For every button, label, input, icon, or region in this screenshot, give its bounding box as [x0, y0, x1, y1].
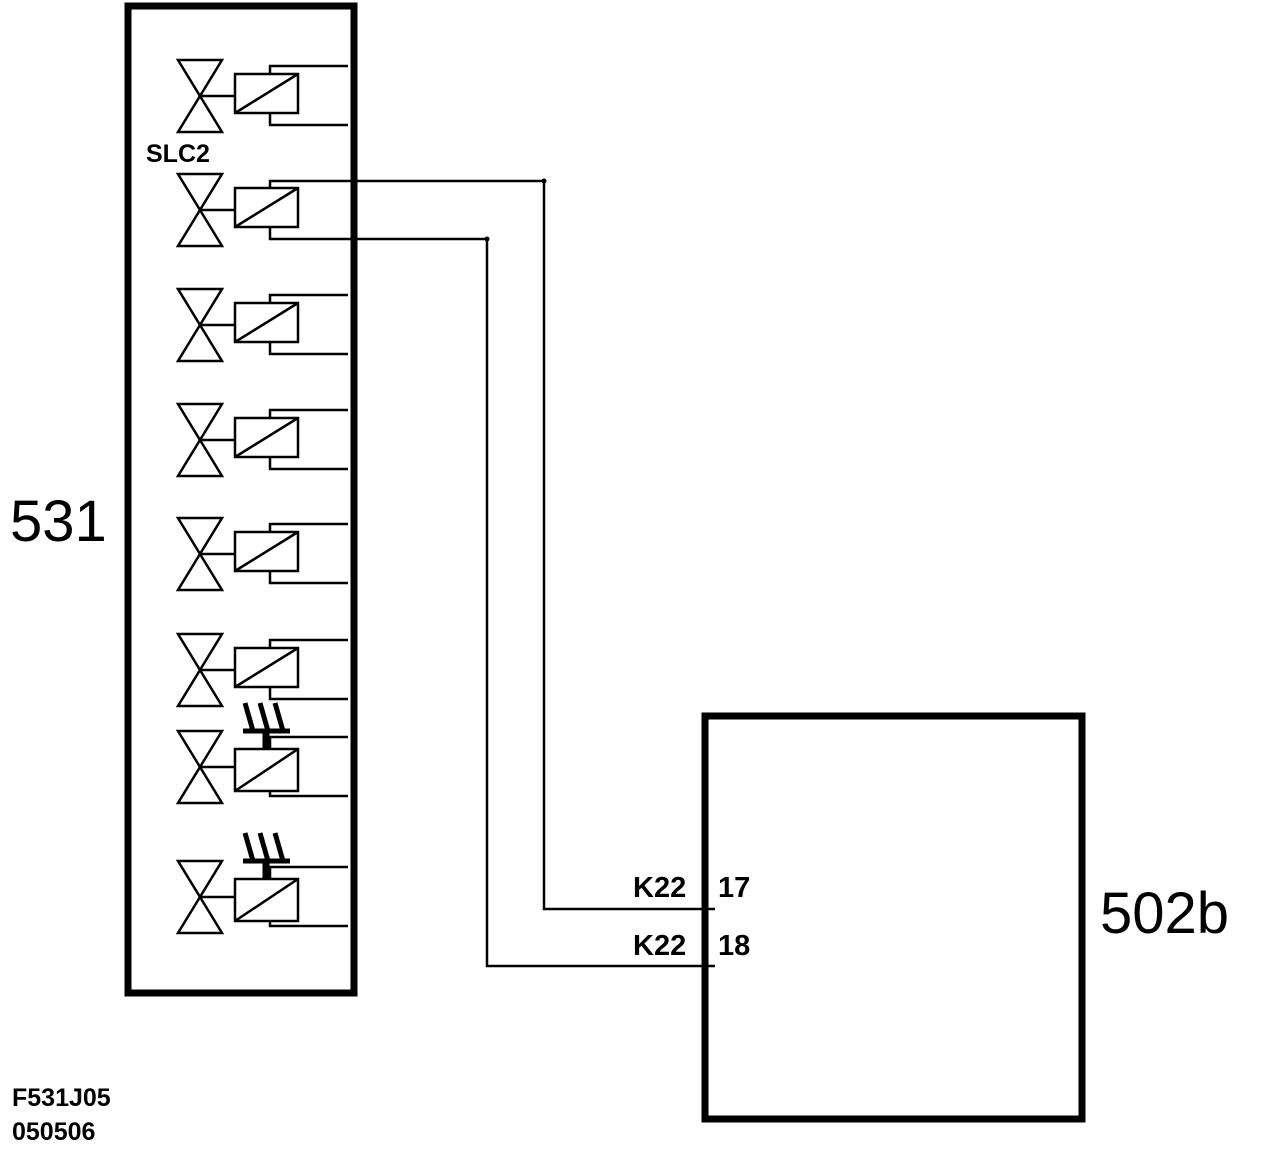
coil-lead	[268, 457, 348, 471]
valve-symbol	[175, 172, 225, 248]
wire-junction-dot	[484, 236, 490, 242]
component-531-box	[124, 2, 358, 997]
valve-symbol	[175, 287, 225, 363]
valve-symbol	[175, 402, 225, 478]
coil-lead	[268, 179, 300, 188]
solenoid-diagonal	[234, 186, 299, 229]
coil-lead	[268, 522, 348, 532]
connector-label-k22-b: K22	[633, 930, 687, 962]
solenoid-diagonal	[234, 747, 299, 793]
solenoid-valve	[175, 58, 348, 134]
component-502b-label: 502b	[1100, 881, 1230, 946]
solenoid-valve	[175, 287, 348, 363]
solenoid-diagonal	[234, 301, 299, 344]
pressure-solenoid-valve	[175, 832, 348, 935]
solenoid-valve	[175, 172, 300, 248]
component-531-label: 531	[10, 489, 107, 554]
coil-lead	[268, 227, 300, 241]
coil-lead	[268, 791, 348, 798]
component-502b-box	[701, 712, 1086, 1123]
coil-lead	[268, 735, 348, 749]
solenoid-valve	[175, 632, 348, 708]
connector-label-k22-a: K22	[633, 872, 687, 904]
coil-lead	[268, 113, 348, 127]
coil-lead	[268, 638, 348, 648]
coil-lead	[268, 687, 348, 701]
solenoid-valve	[175, 516, 348, 592]
drawing-code: F531J05	[12, 1084, 111, 1112]
coil-lead	[268, 408, 348, 418]
solenoid-diagonal	[234, 72, 299, 115]
solenoid-diagonal	[234, 877, 299, 923]
solenoid-diagonal	[234, 646, 299, 689]
wire-k22-17	[300, 179, 715, 911]
valve-group	[175, 58, 348, 935]
coil-lead	[268, 293, 348, 303]
pin-label-17: 17	[718, 872, 751, 904]
solenoid-diagonal	[234, 530, 299, 573]
pressure-symbol-icon	[242, 832, 290, 864]
pressure-solenoid-valve	[175, 702, 348, 805]
drawing-date: 050506	[12, 1118, 96, 1146]
coil-lead	[268, 571, 348, 585]
coil-lead	[268, 64, 348, 74]
valve-symbol	[175, 58, 225, 134]
coil-lead	[268, 921, 348, 928]
valve-symbol	[175, 859, 225, 935]
solenoid-valve	[175, 402, 348, 478]
pin-label-18: 18	[718, 930, 751, 962]
wire-junction-dot	[541, 178, 547, 184]
valve-symbol	[175, 729, 225, 805]
coil-lead	[268, 865, 348, 879]
wire-k22-18	[300, 237, 715, 968]
valve-symbol	[175, 516, 225, 592]
valve-label-slc2: SLC2	[146, 140, 210, 168]
coil-lead	[268, 342, 348, 356]
pressure-symbol-icon	[242, 702, 290, 734]
solenoid-diagonal	[234, 416, 299, 459]
valve-symbol	[175, 632, 225, 708]
